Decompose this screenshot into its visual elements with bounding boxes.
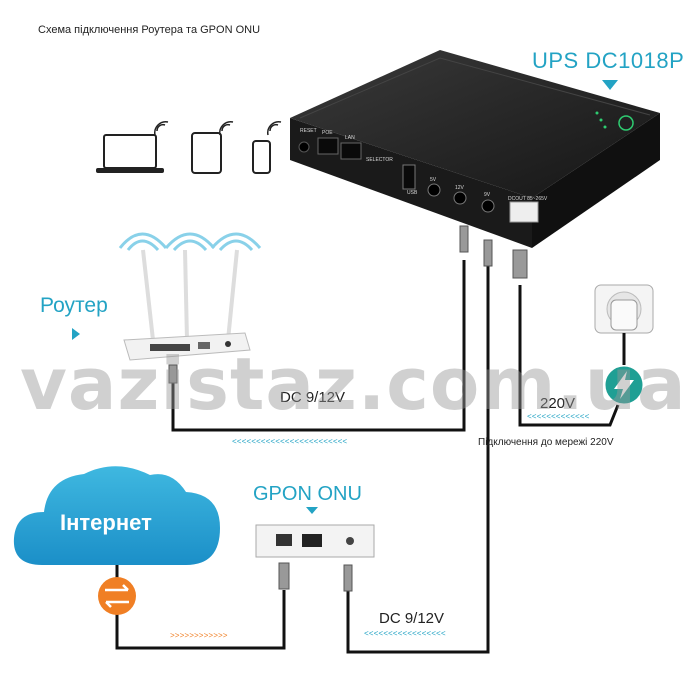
svg-text:<<<<<<<<<<<<<<<<<<<<<<<<: <<<<<<<<<<<<<<<<<<<<<<<< — [232, 438, 347, 447]
router-dc-label: DC 9/12V — [280, 389, 346, 406]
router-device — [123, 249, 251, 361]
svg-text:<<<<<<<<<<<<<: <<<<<<<<<<<<< — [527, 413, 590, 422]
onu-pointer-icon — [306, 507, 318, 514]
svg-text:<<<<<<<<<<<<<<<<<: <<<<<<<<<<<<<<<<< — [364, 630, 446, 639]
ups-device — [290, 50, 660, 248]
ups-model-label: UPS DC1018P — [532, 48, 685, 73]
ups-port-label: DCOUT 85~265V — [508, 196, 548, 202]
phone-icon — [252, 140, 271, 174]
swap-arrows-icon — [105, 584, 129, 608]
flow-arrows: <<<<<<<<<<<<<<<<<<<<<<<< <<<<<<<<<<<<< <… — [170, 413, 590, 641]
ups-port-label: SELECTOR — [366, 157, 393, 163]
power-plug-icon — [602, 363, 646, 407]
cables — [115, 260, 626, 654]
onu-device — [255, 524, 375, 558]
mains-voltage-label: 220V — [540, 395, 576, 412]
power-socket — [594, 284, 654, 334]
onu-label: GPON ONU — [253, 483, 362, 505]
wifi-icon — [154, 121, 282, 136]
mains-caption: Підключення до мережі 220V — [478, 437, 614, 448]
svg-text:>>>>>>>>>>>>: >>>>>>>>>>>> — [170, 632, 228, 641]
router-label: Роутер — [40, 294, 108, 317]
internet-label: Інтернет — [60, 510, 152, 535]
ups-port-label: LAN — [345, 135, 355, 141]
watermark: vazistaz.com.ua — [20, 342, 687, 426]
laptop-icon — [96, 134, 164, 173]
ups-port-label: POE — [322, 130, 333, 136]
internet-cloud — [13, 466, 220, 615]
ups-port-label: USB — [407, 190, 418, 196]
tablet-icon — [191, 132, 222, 174]
ups-port-label: 5V — [430, 177, 437, 183]
ups-port-label: 9V — [484, 192, 491, 198]
ups-pointer-icon — [602, 80, 618, 90]
cable-connectors — [168, 225, 528, 592]
router-pointer-icon — [72, 328, 80, 340]
ups-port-label: 12V — [455, 185, 464, 191]
lightning-icon — [614, 371, 634, 399]
diagram-title: Схема підключення Роутера та GPON ONU — [38, 24, 261, 36]
onu-dc-label: DC 9/12V — [379, 610, 445, 627]
ups-port-label: RESET — [300, 128, 317, 134]
router-wifi-icon — [118, 232, 262, 252]
